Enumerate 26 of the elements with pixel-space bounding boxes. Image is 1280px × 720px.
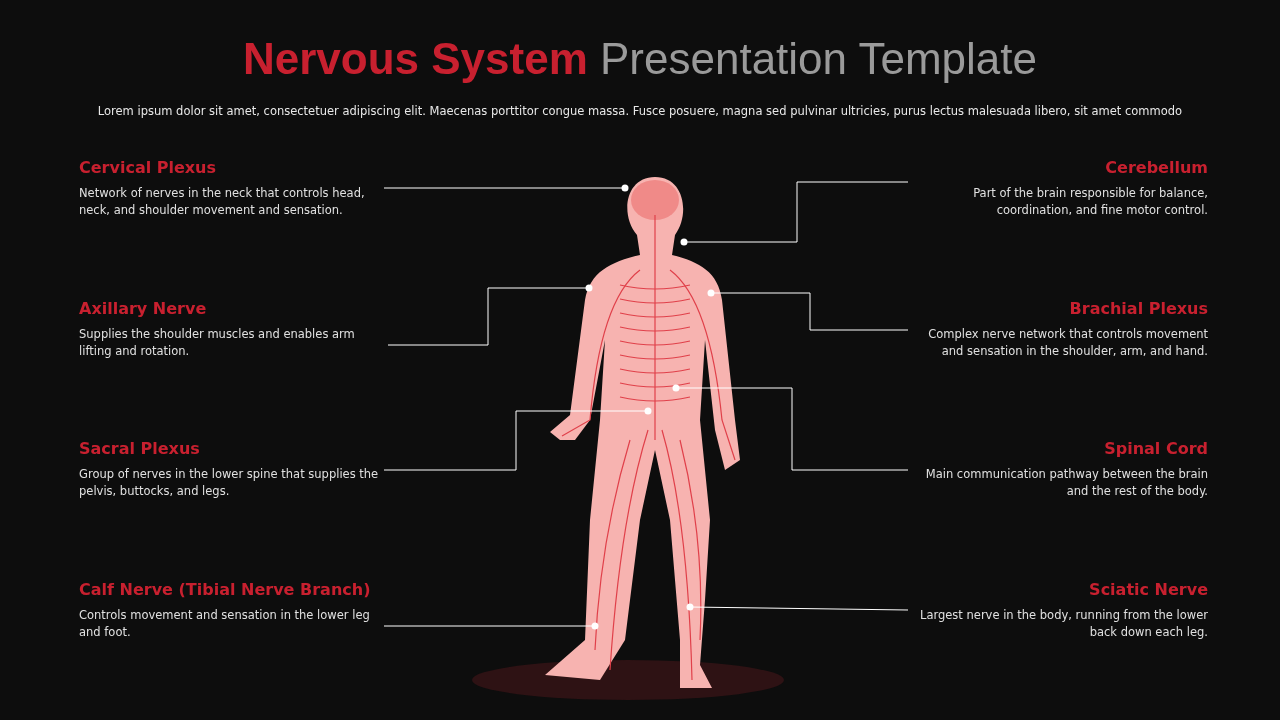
- leader-line: [707, 289, 909, 331]
- section-heading: Calf Nerve (Tibial Nerve Branch): [79, 580, 371, 599]
- section-heading: Sacral Plexus: [79, 439, 200, 458]
- description-text: Complex nerve network that controls movement and sensation in the shoulder, arm, and hand.: [927, 326, 1208, 360]
- leader-line: [686, 603, 909, 611]
- description-text: Controls movement and sensation in the lower leg and foot.: [79, 607, 371, 641]
- leader-line: [383, 622, 599, 630]
- section-heading: Spinal Cord: [1104, 439, 1208, 458]
- description-text: Part of the brain responsible for balance, coordination, and fine motor control.: [972, 185, 1208, 219]
- description-text: Supplies the shoulder muscles and enables arm lifting and rotation.: [79, 326, 356, 360]
- section-heading: Axillary Nerve: [79, 299, 207, 318]
- description-text: Group of nerves in the lower spine that supplies the pelvis, buttocks, and legs.: [79, 466, 379, 500]
- section-heading: Sciatic Nerve: [1089, 580, 1208, 599]
- description-text: Main communication pathway between the brain and the rest of the body.: [924, 466, 1208, 500]
- section-heading: Cerebellum: [1105, 158, 1208, 177]
- description-text: Network of nerves in the neck that controls head, neck, and shoulder movement and sensation.: [79, 185, 366, 219]
- description-text: Largest nerve in the body, running from the lower back down each leg.: [919, 607, 1208, 641]
- leader-line: [383, 407, 652, 471]
- leader-line: [383, 184, 629, 192]
- section-heading: Cervical Plexus: [79, 158, 217, 177]
- section-heading: Brachial Plexus: [1069, 299, 1208, 318]
- leader-line: [672, 384, 909, 471]
- slide-title: Nervous System Presentation Template: [241, 34, 1039, 84]
- leader-line: [680, 181, 909, 246]
- leader-line: [387, 284, 593, 346]
- subtitle-text: Lorem ipsum dolor sit amet, consectetuer adipiscing elit. Maecenas porttitor congue massa. Fusce posuere, magna sed pulvinar ultricies, purus lectus malesuada libero, sit amet commodo: [96, 104, 1184, 118]
